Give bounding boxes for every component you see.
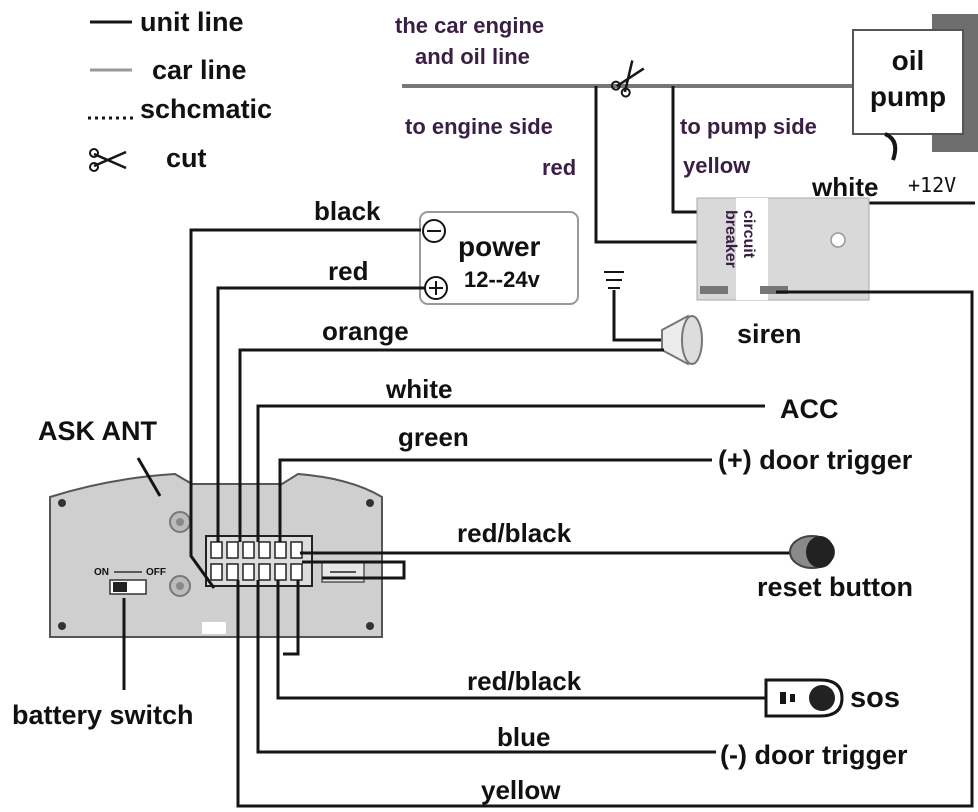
power-box <box>419 211 579 305</box>
breaker-terminal <box>700 286 728 294</box>
battery-switch-label: battery switch <box>12 700 194 730</box>
legend-cut-label: cut <box>166 143 207 173</box>
legend: unit line car line schcmatic cut <box>88 7 272 173</box>
oil-pump-box <box>852 29 964 135</box>
screw-icon <box>58 622 66 630</box>
plus12v-label: +12V <box>908 173 956 197</box>
tracker-unit: ON OFF <box>49 472 383 638</box>
orange-wire-label: orange <box>322 316 409 346</box>
red-wire-label: red <box>328 256 368 286</box>
reset-loop-wire <box>302 560 406 580</box>
ask-ant-pointer <box>136 457 162 497</box>
orange-wire <box>238 348 664 542</box>
reset-button-icon <box>789 535 835 569</box>
green-wire-label: green <box>398 422 469 452</box>
sos-button-icon <box>764 678 844 718</box>
reset-button-label: reset button <box>757 572 913 602</box>
pump-side-wire <box>671 86 706 214</box>
engine-line-label-2: and oil line <box>415 44 530 69</box>
red-wire <box>216 286 425 542</box>
red-black-wire-label-1: red/black <box>457 518 572 548</box>
relay-body <box>696 197 870 301</box>
legend-car-line-label: car line <box>152 55 247 85</box>
relay-mount-hole <box>830 232 846 248</box>
power-range: 12--24v <box>464 267 541 292</box>
door-trigger-pos-label: (+) door trigger <box>718 445 913 475</box>
blue-wire-label: blue <box>497 722 550 752</box>
white-wire-label: white <box>385 374 452 404</box>
sos-label: sos <box>850 682 900 714</box>
switch-off-label: OFF <box>146 567 166 578</box>
acc-label: ACC <box>780 394 839 424</box>
oil-pump: oil pump <box>852 14 978 161</box>
oil-pump-label-1: oil <box>892 45 925 76</box>
black-wire <box>189 228 421 589</box>
legend-schematic-label: schcmatic <box>140 94 272 124</box>
circuit-breaker-label-2: breaker <box>722 210 739 268</box>
scissors-icon <box>610 60 645 98</box>
siren: siren <box>604 271 802 366</box>
yellow-wire <box>236 290 974 808</box>
circuit-breaker-label-1: circuit <box>740 210 757 259</box>
power-title: power <box>458 231 541 262</box>
yellow-top-label: yellow <box>683 153 751 178</box>
switch-on-label: ON <box>94 567 109 578</box>
engine-side-wire <box>594 86 706 244</box>
engine-side-label: to engine side <box>405 114 553 139</box>
siren-ground-wire <box>612 290 664 342</box>
yellow-wire-label: yellow <box>481 775 561 805</box>
breaker-terminal <box>760 286 788 294</box>
circuit-breaker: circuit breaker <box>696 197 870 301</box>
scissors-icon <box>89 148 127 172</box>
black-wire-label: black <box>314 196 381 226</box>
door-trigger-neg-label: (-) door trigger <box>720 740 908 770</box>
white-top-label: white <box>811 172 878 202</box>
pump-side-label: to pump side <box>680 114 817 139</box>
jumper-wire <box>283 580 300 656</box>
power-supply: power 12--24v <box>419 211 579 305</box>
sos-wire <box>276 580 768 700</box>
screw-icon <box>366 622 374 630</box>
red-top-label: red <box>542 155 576 180</box>
red-black-wire-label-2: red/black <box>467 666 582 696</box>
oil-pump-tail <box>884 132 898 161</box>
oil-pump-label-2: pump <box>870 81 946 112</box>
engine-line-label-1: the car engine <box>395 13 544 38</box>
connector-pins <box>210 541 303 581</box>
green-wire <box>278 458 712 542</box>
unit-label-plate <box>202 622 226 634</box>
breaker-strip <box>736 198 768 300</box>
siren-label: siren <box>737 319 802 349</box>
blue-wire <box>256 580 716 754</box>
white-acc-wire <box>256 404 765 542</box>
screw-icon <box>58 499 66 507</box>
legend-unit-line-label: unit line <box>140 7 244 37</box>
screw-icon <box>366 499 374 507</box>
ask-ant-label: ASK ANT <box>38 416 158 446</box>
